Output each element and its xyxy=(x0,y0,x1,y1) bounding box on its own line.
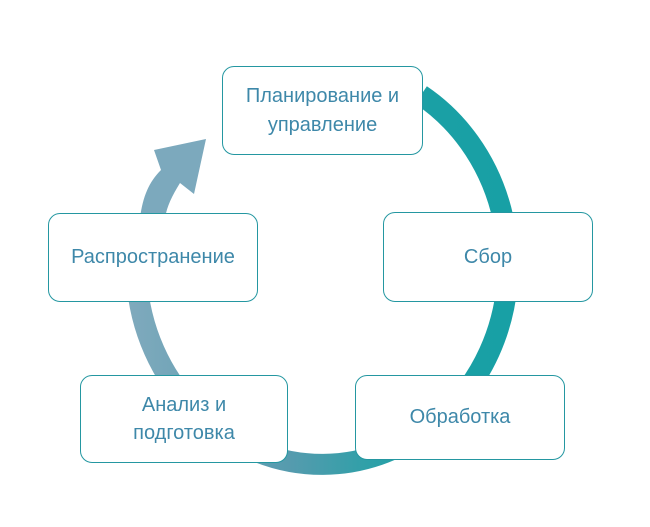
node-label: Анализ и подготовка xyxy=(133,393,235,444)
cycle-arrow-icon xyxy=(140,139,206,218)
node-dissemination[interactable]: Распространение xyxy=(48,213,258,302)
node-label: Распространение xyxy=(71,246,235,269)
node-label: Сбор xyxy=(463,245,513,268)
node-planning-and-management[interactable]: Планирование и управление xyxy=(222,66,423,155)
node-processing[interactable]: Обработка xyxy=(355,375,565,460)
node-analysis-and-preparation[interactable]: Анализ и подготовка xyxy=(80,375,288,463)
node-collection[interactable]: Сбор xyxy=(383,212,593,302)
node-label: Планирование и управление xyxy=(245,85,400,136)
node-label: Обработка xyxy=(409,406,511,429)
